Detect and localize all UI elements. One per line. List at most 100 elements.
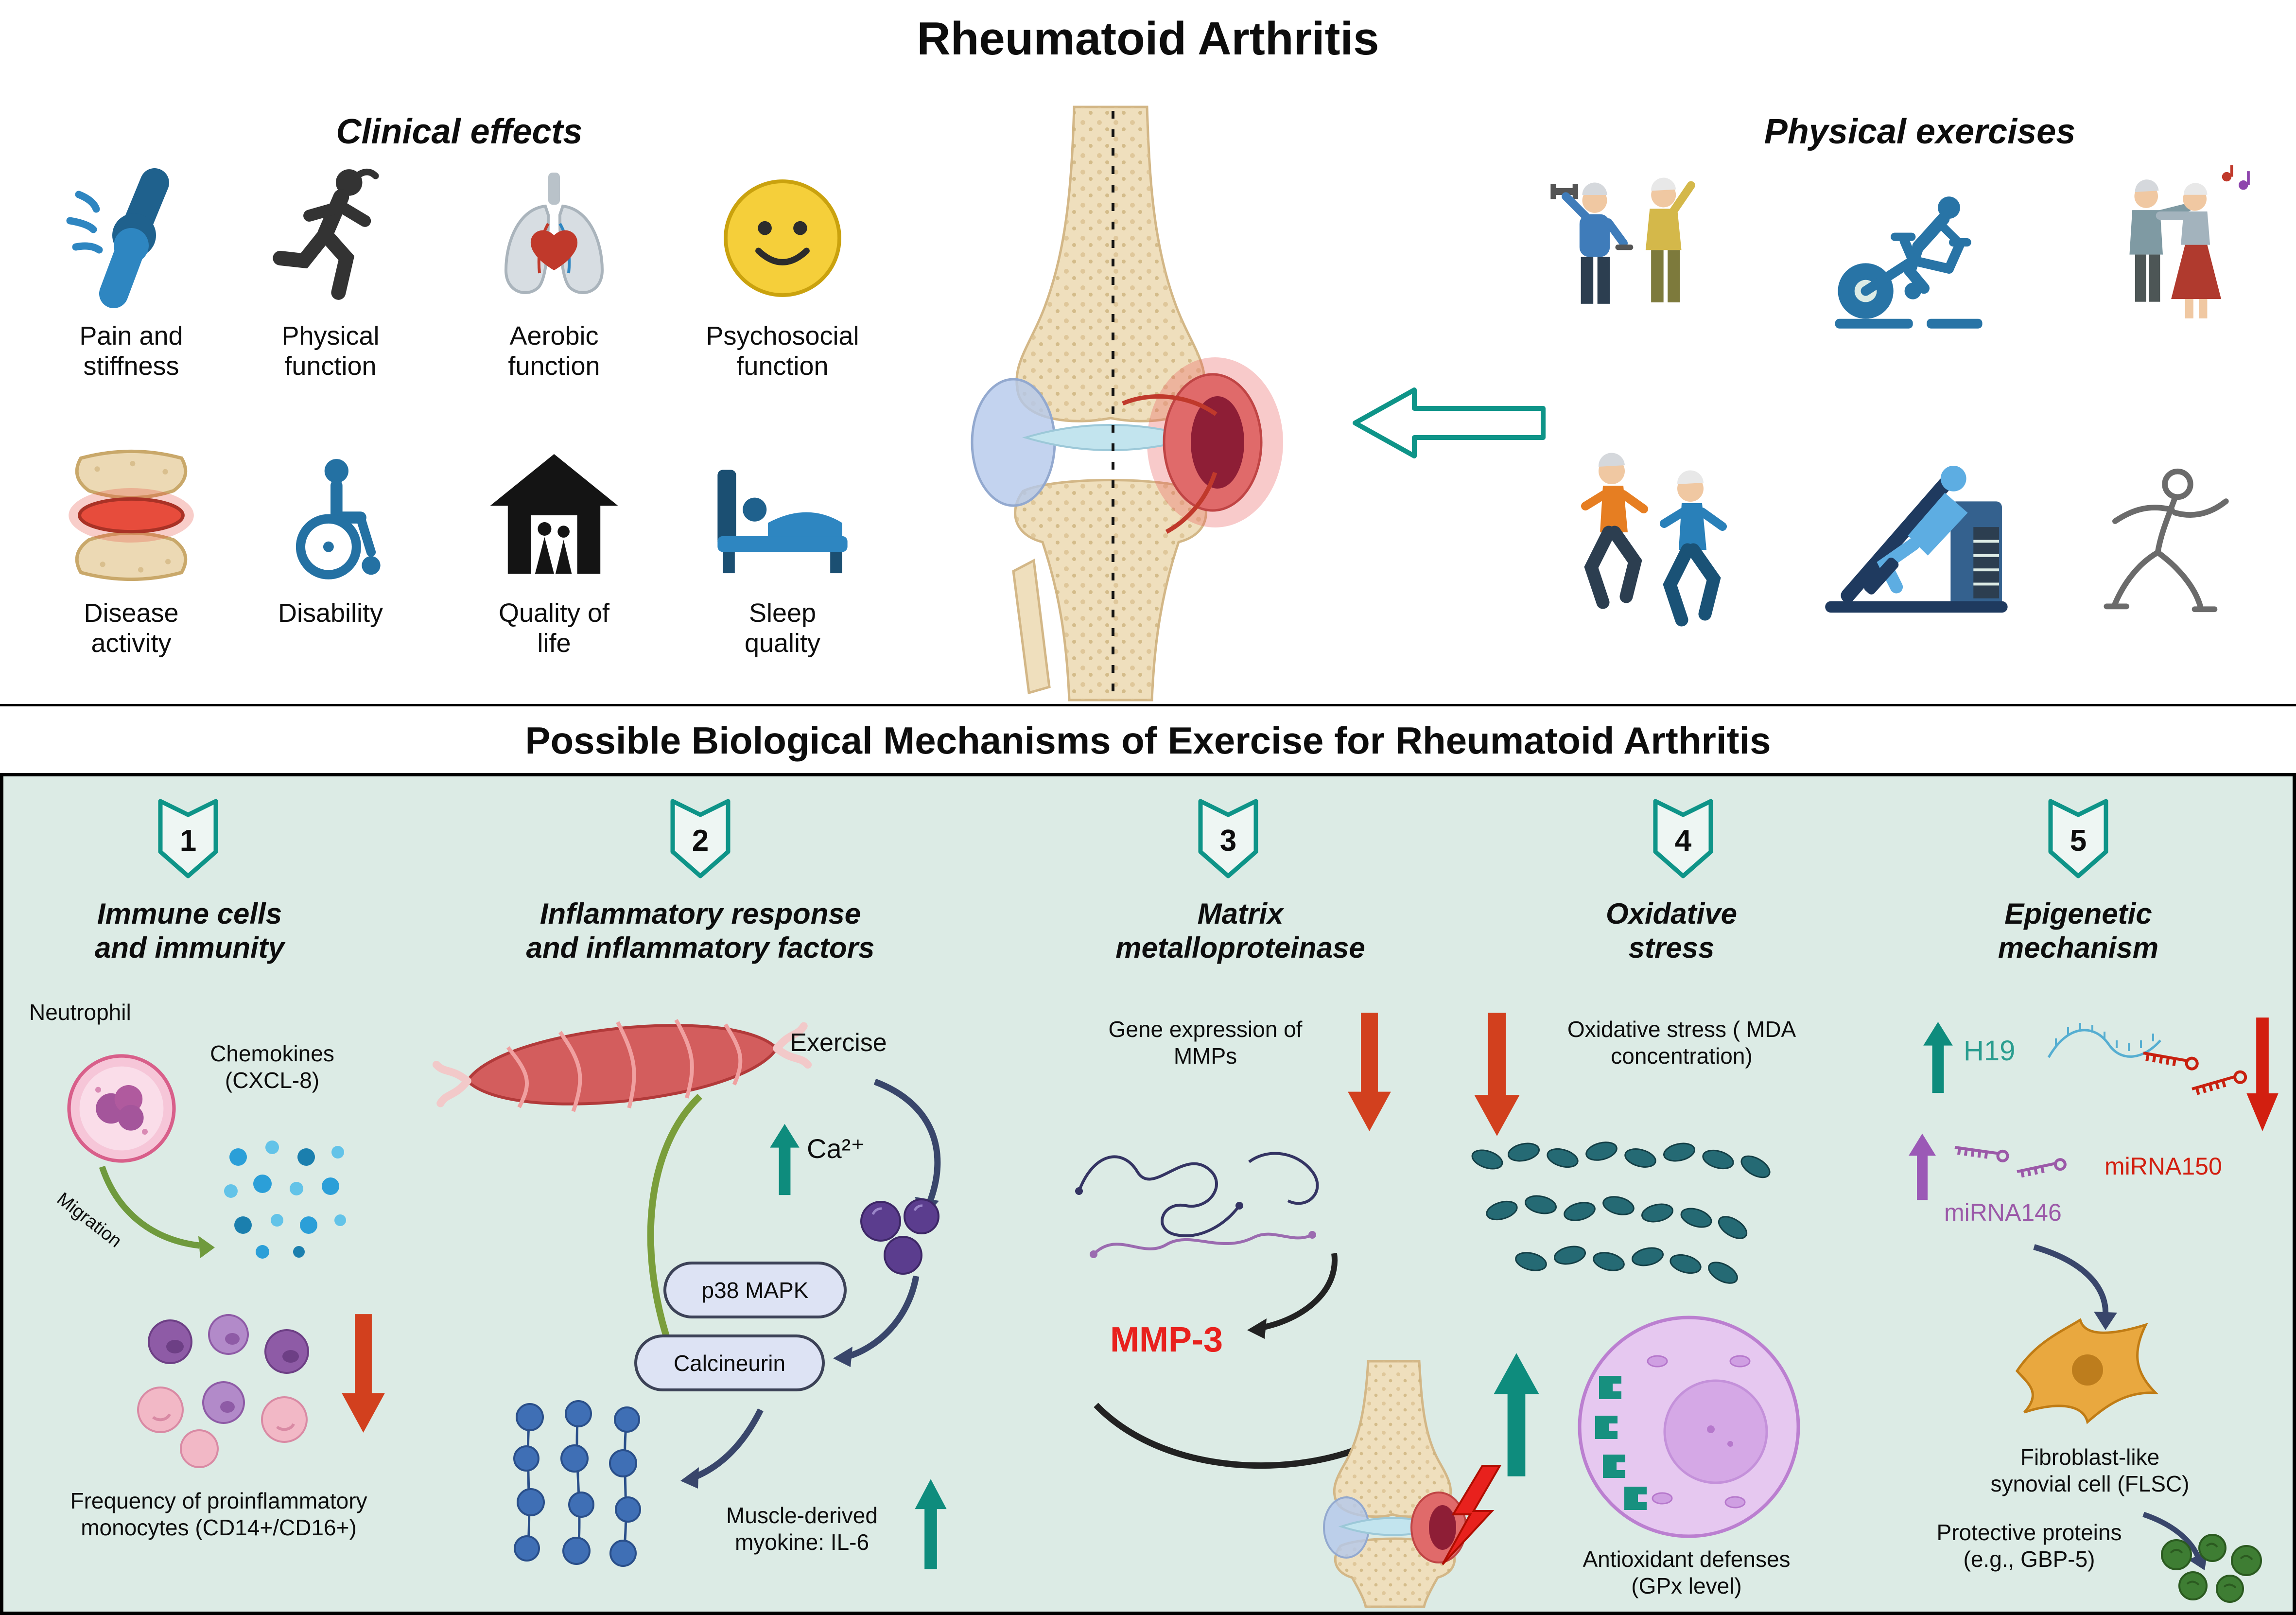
mirna146-increase-arrow (1909, 1133, 1936, 1200)
badge-2-number: 2 (692, 824, 709, 858)
col1-heading: Immune cells and immunity (44, 897, 335, 965)
frequency-label: Frequency of proinflammatory monocytes (… (70, 1488, 367, 1541)
sleep-icon (717, 470, 848, 574)
muscle-signal-arrow (647, 1093, 702, 1361)
h19-increase-arrow (1923, 1021, 1953, 1093)
clinical-label-sleep: Sleep quality (744, 598, 821, 658)
monocytes-decrease-arrow (342, 1314, 385, 1433)
clinical-label-disability: Disability (278, 598, 383, 628)
gbp5-proteins-icon (2161, 1534, 2262, 1603)
myokine-label: Muscle-derived myokine: IL-6 (726, 1503, 878, 1555)
oxidative-label: Oxidative stress ( MDA concentration) (1567, 1017, 1796, 1069)
gene-expression-label: Gene expression of MMPs (1108, 1017, 1303, 1069)
mechanisms-panel (0, 773, 2296, 1615)
antioxidant-increase-arrow (1494, 1353, 1539, 1476)
clinical-label-pain: Pain and stiffness (79, 321, 183, 381)
clinical-effects-heading: Clinical effects (336, 112, 583, 151)
tai-chi-icon (2104, 468, 2229, 613)
col4-heading-line1: Oxidative (1605, 897, 1738, 930)
badge-4-chevron (1653, 799, 1713, 878)
calcium-ions-icon (860, 1198, 939, 1275)
col3-heading-line1: Matrix (1197, 897, 1284, 930)
monocytes-icon (137, 1314, 309, 1468)
physical-exercises-heading: Physical exercises (1764, 112, 2076, 151)
mirna150-label: miRNA150 (2105, 1153, 2222, 1180)
col2-heading-line1: Inflammatory response (539, 897, 861, 930)
col2-heading: Inflammatory response and inflammatory f… (482, 897, 919, 965)
badge-3-number: 3 (1219, 824, 1237, 858)
house-family-icon (490, 454, 618, 574)
ca-increase-arrow (770, 1123, 800, 1195)
col3-heading-line2: metalloproteinase (1115, 931, 1365, 964)
badge-3-chevron (1198, 799, 1258, 878)
smiley-icon (724, 179, 841, 297)
neutrophil-icon (67, 1054, 176, 1163)
calcineurin-pill: Calcineurin (634, 1334, 825, 1391)
wheelchair-icon (296, 459, 381, 579)
mmps-decrease-arrow (1348, 1013, 1391, 1131)
col4-heading-line2: stress (1628, 931, 1715, 964)
exercise-effect-arrow (1353, 387, 1546, 458)
jogging-couple-icon (1581, 453, 1727, 627)
badge-5-chevron (2048, 799, 2108, 878)
badge-5-number: 5 (2070, 824, 2087, 858)
clinical-label-quality: Quality of life (498, 598, 610, 658)
ca-label: Ca²⁺ (807, 1133, 865, 1164)
badge-2-chevron (670, 799, 731, 878)
clinical-label-psychosocial: Psychosocial function (706, 321, 859, 381)
knee-pain-icon (66, 168, 169, 308)
mirna150-decrease-arrow (2246, 1018, 2279, 1131)
chemokine-dots-icon (224, 1141, 346, 1259)
runner-icon (273, 168, 379, 300)
clinical-label-physical: Physical function (281, 321, 380, 381)
chemokines-label: Chemokines (CXCL-8) (210, 1041, 334, 1093)
badge-4-number: 4 (1674, 824, 1692, 858)
damaged-joint-icon (1323, 1360, 1502, 1608)
disease-activity-icon (69, 449, 194, 581)
badge-1-number: 1 (179, 824, 197, 858)
clinical-label-aerobic: Aerobic function (508, 321, 600, 381)
knee-joint-illustration (971, 105, 1283, 702)
page-title: Rheumatoid Arthritis (917, 13, 1379, 65)
col5-heading-line2: mechanism (1998, 931, 2159, 964)
mmp-proteins-icon (1075, 1152, 1319, 1258)
h19-rna-icon (2047, 1023, 2161, 1058)
exercise-bike-icon (1835, 196, 1983, 329)
col5-heading-line1: Epigenetic (2004, 897, 2152, 930)
mirna150-hairpins-icon (2143, 1052, 2247, 1095)
proteins-to-mmp3-arrow (1247, 1253, 1338, 1339)
col3-heading: Matrix metalloproteinase (1082, 897, 1398, 965)
muscle-icon (432, 1018, 812, 1112)
leg-press-icon (1825, 466, 2008, 613)
il6-myokine-icon (513, 1400, 641, 1567)
calcineurin-to-il6-arrow (680, 1408, 764, 1489)
mda-chains-icon (1471, 1141, 1771, 1284)
il6-increase-arrow (915, 1479, 947, 1569)
mmp3-label: MMP-3 (1110, 1320, 1223, 1359)
mirna146-hairpins-icon (1954, 1146, 2067, 1178)
col1-heading-line2: and immunity (94, 931, 285, 964)
flsc-label: Fibroblast-like synovial cell (FLSC) (1990, 1444, 2190, 1497)
col4-heading: Oxidative stress (1562, 897, 1781, 965)
section-divider-line (0, 704, 2296, 706)
dancing-couple-icon (2129, 165, 2250, 318)
col2-heading-line2: and inflammatory factors (526, 931, 875, 964)
antioxidant-label: Antioxidant defenses (GPx level) (1583, 1546, 1791, 1599)
lungs-icon (504, 173, 604, 294)
elderly-dumbbells-icon (1550, 177, 1695, 304)
h19-label: H19 (1964, 1035, 2016, 1067)
mirna-to-flsc-arrow (2033, 1244, 2117, 1330)
col1-heading-line1: Immune cells (97, 897, 282, 930)
neutrophil-label: Neutrophil (29, 1000, 131, 1025)
migration-arrow (99, 1165, 215, 1258)
fibroblast-icon (2015, 1318, 2159, 1424)
ca-to-calcineurin-arrow (833, 1275, 920, 1367)
mechanisms-title: Possible Biological Mechanisms of Exerci… (525, 719, 1771, 762)
badge-1-chevron (158, 799, 218, 878)
exercise-label: Exercise (790, 1029, 887, 1057)
antioxidant-cell-icon (1578, 1316, 1800, 1538)
oxidative-decrease-arrow (1474, 1013, 1520, 1136)
clinical-label-disease: Disease activity (84, 598, 179, 658)
mirna146-label: miRNA146 (1944, 1199, 2062, 1226)
